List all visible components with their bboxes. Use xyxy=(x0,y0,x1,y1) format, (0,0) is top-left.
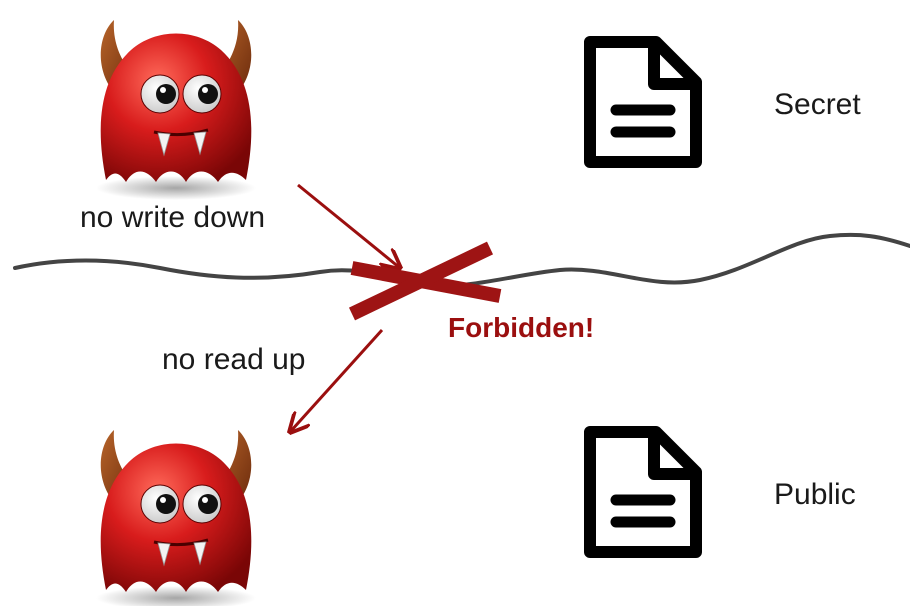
devil-icon-top xyxy=(94,18,258,202)
cross-icon xyxy=(348,241,502,321)
label-forbidden: Forbidden! xyxy=(448,312,595,343)
label-public: Public xyxy=(774,478,856,511)
arrow-no-write-down xyxy=(297,183,400,268)
document-icon-secret xyxy=(590,42,696,162)
document-icon-public xyxy=(590,432,696,552)
arrow-no-read-up xyxy=(290,328,384,432)
label-secret: Secret xyxy=(774,88,861,121)
devil-icon-bottom xyxy=(94,428,258,611)
security-boundary-line xyxy=(13,232,910,289)
label-no-write-down: no write down xyxy=(80,201,266,234)
label-no-read-up: no read up xyxy=(162,343,306,376)
